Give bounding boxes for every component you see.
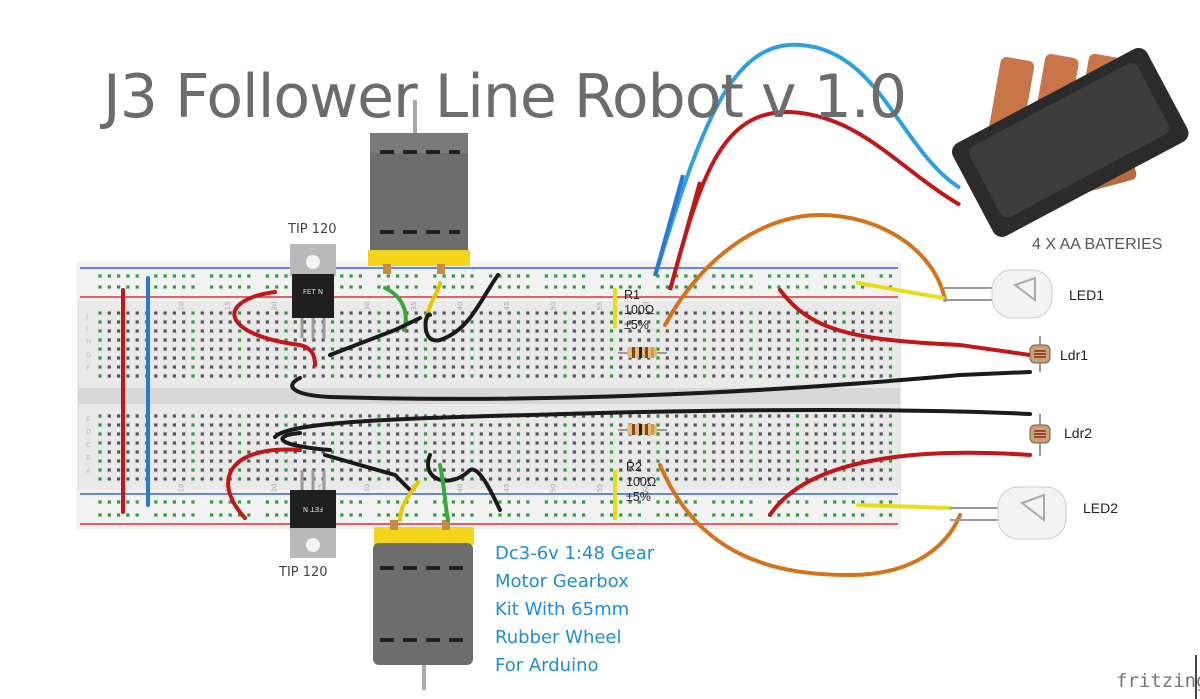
column-number: 40 xyxy=(457,302,465,311)
resistor-r2 xyxy=(613,424,667,520)
row-letter: G xyxy=(86,351,91,359)
row-letter: A xyxy=(86,467,91,475)
column-number: 45 xyxy=(503,484,511,493)
svg-text:FET N: FET N xyxy=(303,288,323,296)
column-number: 30 xyxy=(364,484,372,493)
transistor-top-label: TIP 120 xyxy=(288,222,337,237)
fritzing-watermark: fritzing xyxy=(1116,670,1200,692)
column-number: 35 xyxy=(410,302,418,311)
diagram-title: J3 Follower Line Robot v 1.0 xyxy=(103,62,907,132)
column-number: 50 xyxy=(550,302,558,311)
column-number: 60 xyxy=(643,302,651,311)
motor-bottom xyxy=(373,520,474,690)
column-number: 40 xyxy=(457,484,465,493)
column-number: 60 xyxy=(643,484,651,493)
column-number: 45 xyxy=(503,302,511,311)
motor-desc-line: Motor Gearbox xyxy=(495,571,629,592)
column-number: 55 xyxy=(596,484,604,493)
ldr1 xyxy=(1029,336,1051,372)
column-number: 20 xyxy=(271,302,279,311)
r1-tolerance: ±5% xyxy=(624,318,649,332)
transistor-bottom: FET N xyxy=(290,470,336,558)
led2 xyxy=(950,486,1067,540)
battery-pack xyxy=(951,47,1189,237)
transistor-bottom-label: TIP 120 xyxy=(279,565,328,580)
motor-desc-line: Dc3-6v 1:48 Gear xyxy=(495,543,655,564)
r1-value: 100Ω xyxy=(624,303,655,317)
row-letter: I xyxy=(86,325,88,333)
motor-desc-line: Rubber Wheel xyxy=(495,627,622,648)
column-number: 20 xyxy=(271,484,279,493)
row-letter: B xyxy=(86,454,91,462)
r1-name: R1 xyxy=(624,288,640,302)
resistor-r1-label: R1 100Ω ±5% xyxy=(624,288,654,333)
motor-description: Dc3-6v 1:48 Gear Motor Gearbox Kit With … xyxy=(495,540,654,680)
row-letter: H xyxy=(86,338,91,346)
ldr2 xyxy=(1029,414,1051,456)
r2-value: 100Ω xyxy=(626,475,657,489)
cable-blue xyxy=(653,42,962,277)
row-letter: D xyxy=(86,428,91,436)
resistor-r2-label: R2 100Ω ±5% xyxy=(626,460,656,505)
column-number: 25 xyxy=(317,484,325,493)
r2-tolerance: ±5% xyxy=(626,490,651,504)
ldr1-label: Ldr1 xyxy=(1060,347,1089,363)
column-number: 10 xyxy=(178,484,186,493)
column-number: 55 xyxy=(596,302,604,311)
svg-text:FET N: FET N xyxy=(303,505,323,513)
row-letter: E xyxy=(86,415,90,423)
column-number: 50 xyxy=(550,484,558,493)
led1-label: LED1 xyxy=(1069,287,1105,303)
resistor-r1 xyxy=(613,288,667,358)
column-number: 15 xyxy=(224,302,232,311)
r2-name: R2 xyxy=(626,460,642,474)
row-letter: F xyxy=(86,364,90,372)
wires-bottom xyxy=(226,408,1032,578)
led2-label: LED2 xyxy=(1083,500,1119,516)
motor-desc-line: Kit With 65mm xyxy=(495,599,630,620)
row-letter: J xyxy=(85,312,88,320)
led1 xyxy=(944,269,1053,319)
wires-top xyxy=(232,212,1032,401)
motor-top xyxy=(368,100,470,274)
transistor-top: FET N xyxy=(290,244,336,338)
column-number: 30 xyxy=(364,302,372,311)
battery-label: 4 X AA BATERIES xyxy=(1032,236,1163,253)
column-number: 10 xyxy=(178,302,186,311)
ldr2-label: Ldr2 xyxy=(1064,425,1093,441)
row-letter: C xyxy=(86,441,91,449)
motor-desc-line: For Arduino xyxy=(495,655,599,676)
